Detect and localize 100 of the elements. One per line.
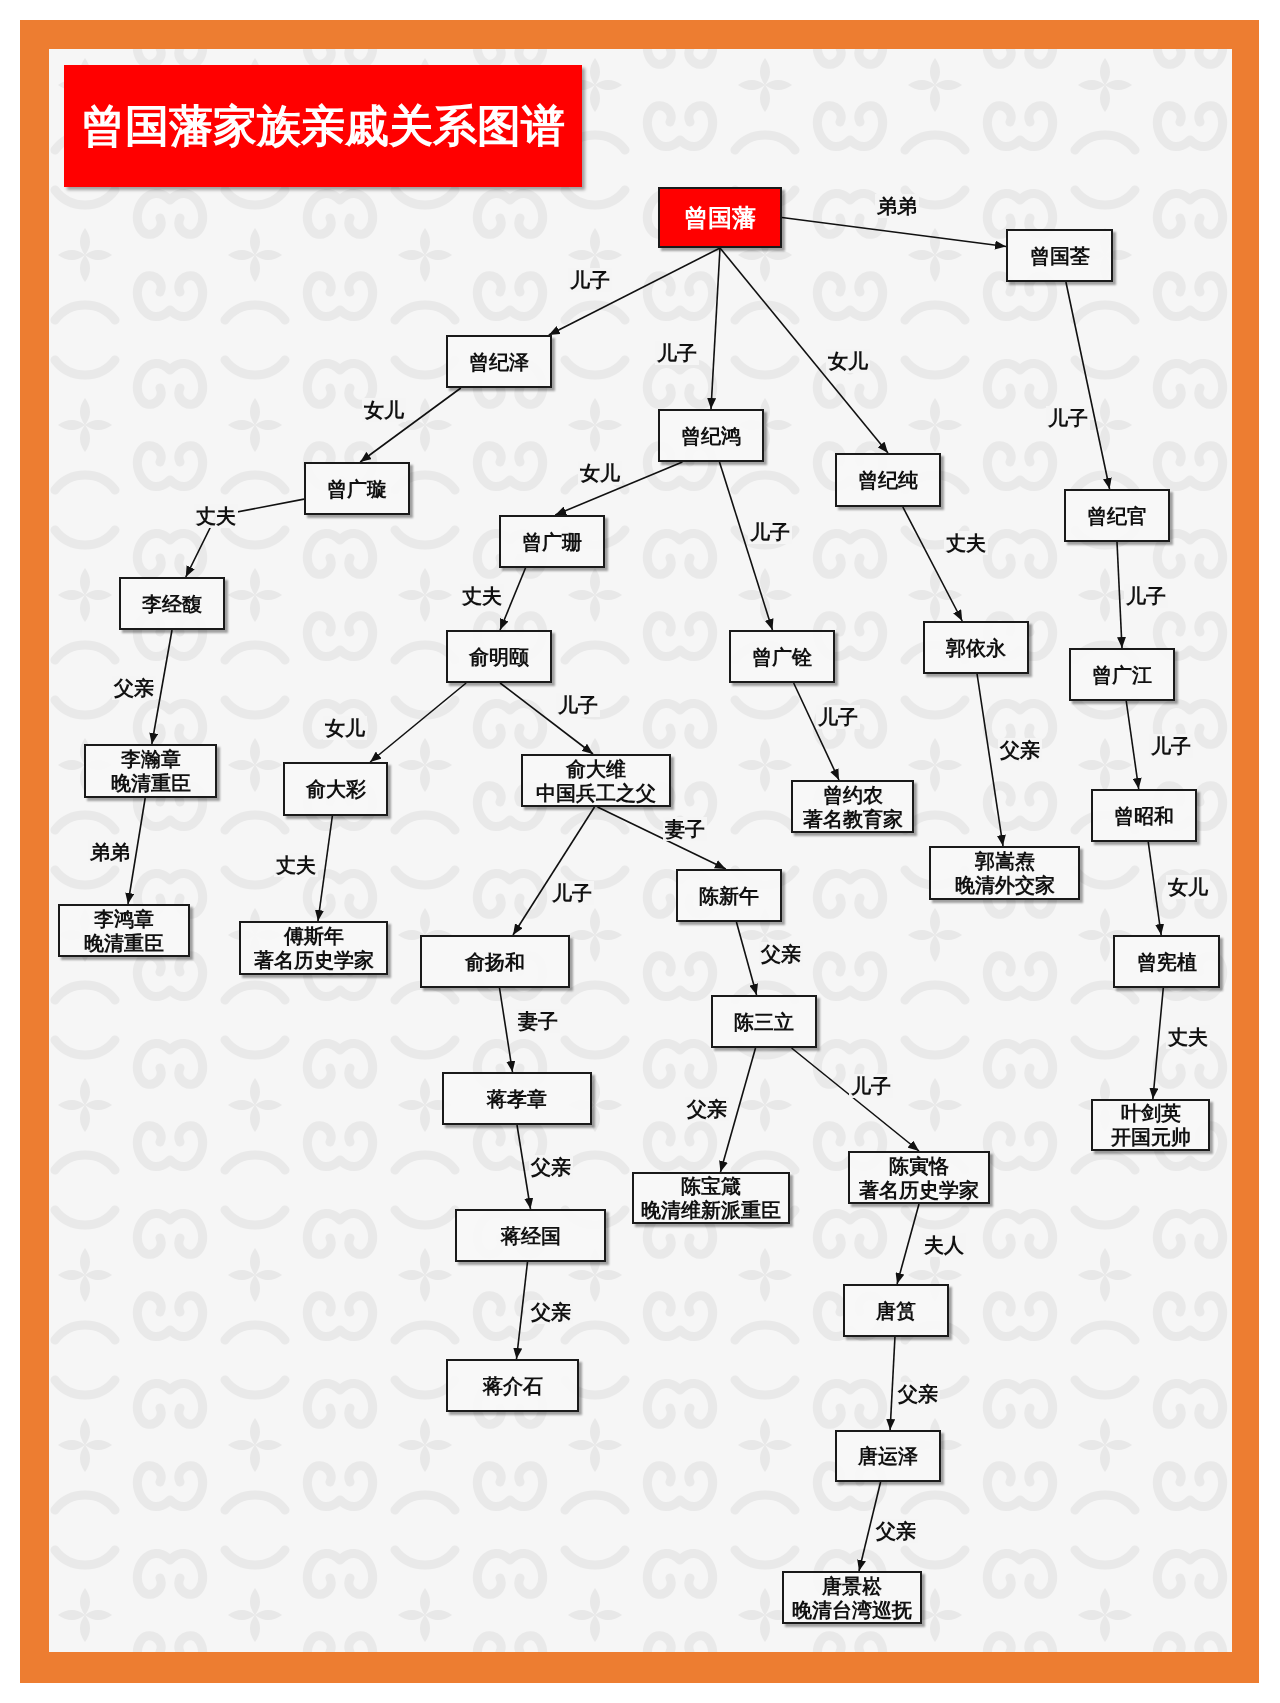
arrow xyxy=(792,682,840,781)
person-name: 曾广璇 xyxy=(327,476,387,501)
edge-label: 女儿 xyxy=(826,349,870,373)
person-name: 李鸿章 xyxy=(94,906,154,931)
arrow xyxy=(886,1336,896,1431)
person-box xyxy=(446,335,552,388)
person-box xyxy=(929,846,1080,900)
highlighted-person-box xyxy=(658,187,782,248)
person-name: 曾国藩 xyxy=(684,203,756,232)
arrow xyxy=(512,806,596,936)
edge-label: 夫人 xyxy=(922,1233,966,1257)
arrow xyxy=(781,216,1007,250)
person-name: 曾纪鸿 xyxy=(681,423,741,448)
title-text: 曾国藩家族亲戚关系图谱 xyxy=(81,100,565,152)
edge-label: 儿子 xyxy=(655,341,699,365)
person-box xyxy=(1091,789,1197,842)
edge-label: 儿子 xyxy=(748,520,792,544)
edge-label: 父亲 xyxy=(896,1382,940,1406)
edge-label: 父亲 xyxy=(112,676,156,700)
person-box xyxy=(782,1571,922,1624)
arrow xyxy=(513,1261,529,1360)
edge-label: 儿子 xyxy=(1046,406,1090,430)
arrow xyxy=(554,461,684,516)
person-box xyxy=(58,904,190,957)
person-box xyxy=(283,762,388,816)
person-name: 俞扬和 xyxy=(465,949,525,974)
person-box xyxy=(1113,935,1220,988)
edge-label: 女儿 xyxy=(578,461,622,485)
arrow xyxy=(790,1047,920,1152)
person-description: 晚清外交家 xyxy=(954,873,1055,897)
edge-label: 丈夫 xyxy=(944,531,988,555)
edge-label: 儿子 xyxy=(550,881,594,905)
edge-label: 父亲 xyxy=(529,1300,573,1324)
edge-label: 丈夫 xyxy=(194,504,238,528)
person-box xyxy=(446,1359,579,1412)
arrow xyxy=(596,806,727,870)
person-box xyxy=(304,462,410,515)
person-box xyxy=(632,1172,790,1224)
person-box xyxy=(84,744,217,798)
edge-label: 妻子 xyxy=(663,817,707,841)
person-description: 晚清重臣 xyxy=(110,771,191,795)
arrow xyxy=(499,682,594,755)
person-box xyxy=(658,409,764,462)
person-name: 李瀚章 xyxy=(120,747,181,771)
person-name: 俞明颐 xyxy=(469,644,529,669)
arrow xyxy=(718,461,774,631)
arrow xyxy=(857,1481,882,1572)
person-name: 陈新午 xyxy=(699,883,759,908)
person-box xyxy=(729,630,835,683)
person-box xyxy=(446,630,552,683)
edge-label: 女儿 xyxy=(362,398,406,422)
edge-label: 儿子 xyxy=(849,1074,893,1098)
edge-label: 父亲 xyxy=(529,1155,573,1179)
person-box xyxy=(835,1430,941,1482)
person-name: 蒋经国 xyxy=(500,1223,561,1248)
person-box xyxy=(848,1151,990,1204)
person-description: 中国兵工之父 xyxy=(536,780,656,805)
person-name: 俞大维 xyxy=(566,756,626,781)
person-name: 曾广江 xyxy=(1092,662,1152,687)
person-box xyxy=(843,1284,949,1337)
person-name: 曾约农 xyxy=(822,782,883,807)
person-box xyxy=(791,780,914,833)
person-description: 晚清重臣 xyxy=(84,930,164,955)
person-box xyxy=(1069,648,1175,701)
person-box xyxy=(521,754,671,807)
person-name: 曾纪纯 xyxy=(858,468,918,492)
arrow xyxy=(359,387,462,463)
person-name: 唐筼 xyxy=(876,1298,916,1323)
edge-label: 妻子 xyxy=(516,1009,560,1033)
person-name: 曾宪植 xyxy=(1136,949,1197,974)
arrow xyxy=(1149,987,1165,1100)
edge-label: 丈夫 xyxy=(1166,1025,1210,1049)
person-name: 曾纪泽 xyxy=(469,349,529,374)
arrow xyxy=(719,247,889,454)
edge-label: 儿子 xyxy=(1149,734,1193,758)
arrow xyxy=(735,921,758,996)
person-name: 唐景崧 xyxy=(822,1573,882,1598)
person-box xyxy=(239,921,388,975)
person-name: 曾广珊 xyxy=(522,529,582,554)
person-name: 蒋介石 xyxy=(482,1373,543,1398)
arrow xyxy=(315,815,334,922)
person-name: 陈寅恪 xyxy=(889,1153,949,1178)
edge-label: 弟弟 xyxy=(88,840,132,864)
edge-label: 儿子 xyxy=(816,705,860,729)
person-name: 曾国荃 xyxy=(1029,243,1090,268)
person-name: 曾纪官 xyxy=(1087,503,1147,528)
edge-label: 父亲 xyxy=(685,1097,729,1121)
arrow xyxy=(976,673,1006,847)
arrow xyxy=(516,1124,534,1210)
person-name: 唐运泽 xyxy=(858,1444,918,1468)
person-description: 开国元帅 xyxy=(1110,1125,1191,1149)
edge-label: 丈夫 xyxy=(460,584,504,608)
person-name: 俞大彩 xyxy=(305,777,366,801)
edge-label: 父亲 xyxy=(759,942,803,966)
person-description: 著名历史学家 xyxy=(859,1177,979,1202)
arrow xyxy=(149,629,173,745)
edge-label: 女儿 xyxy=(1166,875,1210,899)
person-name: 陈宝箴 xyxy=(681,1174,741,1198)
edge-label: 儿子 xyxy=(568,268,612,292)
person-box xyxy=(923,621,1029,674)
